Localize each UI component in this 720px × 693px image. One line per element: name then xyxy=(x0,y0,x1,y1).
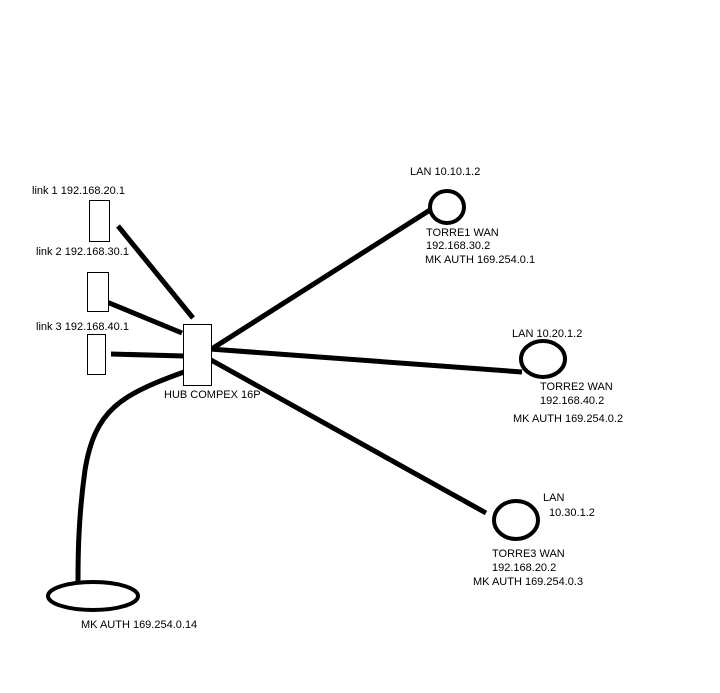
torre1-lan: LAN 10.10.1.2 xyxy=(410,166,480,178)
torre3-lan-ip: 10.30.1.2 xyxy=(549,507,595,519)
torre1-mk-auth: MK AUTH 169.254.0.1 xyxy=(425,254,535,266)
mk-auth-server-node xyxy=(46,580,140,612)
torre2-wan: TORRE2 WAN xyxy=(540,381,613,393)
connection-link3-hub xyxy=(110,351,185,359)
torre2-lan: LAN 10.20.1.2 xyxy=(512,328,582,340)
torre1-wan: TORRE1 WAN xyxy=(426,227,499,239)
connection-hub-torre1 xyxy=(208,207,432,353)
torre3-node xyxy=(492,499,540,541)
connection-link2-hub xyxy=(101,297,183,336)
torre2-mk-auth: MK AUTH 169.254.0.2 xyxy=(513,413,623,425)
link3-label: link 3 192.168.40.1 xyxy=(36,321,129,333)
torre2-node xyxy=(519,339,567,379)
torre1-wan-ip: 192.168.30.2 xyxy=(426,240,490,252)
torre3-wan-ip: 192.168.20.2 xyxy=(492,562,556,574)
link1-device xyxy=(89,200,110,242)
torre3-mk-auth: MK AUTH 169.254.0.3 xyxy=(473,576,583,588)
hub-device xyxy=(183,324,212,386)
connection-hub-torre3 xyxy=(200,352,488,516)
torre3-wan: TORRE3 WAN xyxy=(492,548,565,560)
torre2-wan-ip: 192.168.40.2 xyxy=(540,395,604,407)
mk-auth-server-label: MK AUTH 169.254.0.14 xyxy=(81,619,197,631)
hub-label: HUB COMPEX 16P xyxy=(164,389,261,401)
torre1-node xyxy=(428,189,466,225)
link2-device xyxy=(87,272,109,312)
link1-label: link 1 192.168.20.1 xyxy=(32,185,125,197)
connection-hub-server xyxy=(75,369,185,584)
connection-hub-torre2 xyxy=(209,346,523,375)
torre3-lan: LAN xyxy=(543,492,564,504)
connection-link1-hub xyxy=(116,224,195,320)
link2-label: link 2 192.168.30.1 xyxy=(36,246,129,258)
link3-device xyxy=(87,334,106,375)
